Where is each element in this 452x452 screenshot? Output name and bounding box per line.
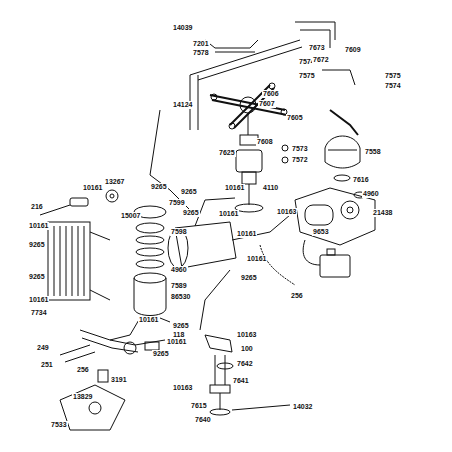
callout-number: 13267	[104, 178, 125, 186]
callout-number: 7598	[170, 228, 188, 236]
callout-number: 10163	[172, 384, 193, 392]
callout-number: 10161	[236, 230, 257, 238]
callout-number: 9265	[152, 350, 170, 358]
callout-number: 9265	[240, 274, 258, 282]
callout-number: 10161	[28, 296, 49, 304]
callout-number: 7640	[194, 416, 212, 424]
callout-number: 7608	[256, 138, 274, 146]
callout-number: 7734	[30, 309, 48, 317]
callout-number: 7616	[352, 176, 370, 184]
callout-number: 14032	[292, 403, 313, 411]
callout-number: 10161	[224, 184, 245, 192]
callout-number: 249	[36, 344, 50, 352]
callout-number: 7572	[291, 156, 309, 164]
callout-number: 7615	[190, 402, 208, 410]
callout-number: 7672	[312, 56, 330, 64]
callout-number: 10163	[236, 331, 257, 339]
callout-number: 9265	[180, 188, 198, 196]
callout-number: 3191	[110, 376, 128, 384]
callout-number: 7599	[168, 199, 186, 207]
callout-number: 7609	[344, 46, 362, 54]
callout-number: 7558	[364, 148, 382, 156]
callout-number: 9265	[28, 273, 46, 281]
callout-number: 14124	[172, 101, 193, 109]
callout-number: 10161	[82, 184, 103, 192]
callout-number: 4960	[362, 190, 380, 198]
callout-number: 10163	[276, 208, 297, 216]
callout-number: 7642	[236, 360, 254, 368]
callout-number: 7573	[291, 145, 309, 153]
callout-number: 10161	[28, 222, 49, 230]
callout-number: 21438	[372, 209, 393, 217]
callout-number: 9265	[150, 183, 168, 191]
callout-number: 10161	[218, 210, 239, 218]
callout-number: 256	[76, 366, 90, 374]
callout-number: 100	[240, 345, 254, 353]
callout-number: 7533	[50, 421, 68, 429]
callout-number: 86530	[170, 293, 191, 301]
callout-number: 7606	[262, 90, 280, 98]
callout-number: 7575	[384, 72, 402, 80]
callout-number: 9653	[312, 228, 330, 236]
callout-number: 7574	[384, 82, 402, 90]
callout-number: 216	[30, 203, 44, 211]
callout-number: 7625	[218, 149, 236, 157]
callout-number: 10161	[138, 316, 159, 324]
callout-number: 14039	[172, 24, 193, 32]
callout-number: 10161	[166, 338, 187, 346]
callout-number: 7673	[308, 44, 326, 52]
callout-number: 251	[40, 361, 54, 369]
callout-number: 4960	[170, 266, 188, 274]
callout-number: 7607	[258, 100, 276, 108]
callout-number: 9265	[172, 322, 190, 330]
callout-number: 7575	[298, 72, 316, 80]
callout-number: 10161	[246, 255, 267, 263]
callout-number: 7201	[192, 40, 210, 48]
callout-number: 9265	[28, 241, 46, 249]
callout-number: 9265	[182, 209, 200, 217]
callout-number: 7589	[170, 282, 188, 290]
callout-number: 4110	[262, 184, 279, 192]
callout-number: 15007	[120, 212, 141, 220]
callout-number: 256	[290, 292, 304, 300]
callout-number: 7605	[286, 114, 304, 122]
callout-number: 7578	[192, 49, 210, 57]
callout-number: 7641	[232, 377, 250, 385]
callout-number: 13829	[72, 393, 93, 401]
